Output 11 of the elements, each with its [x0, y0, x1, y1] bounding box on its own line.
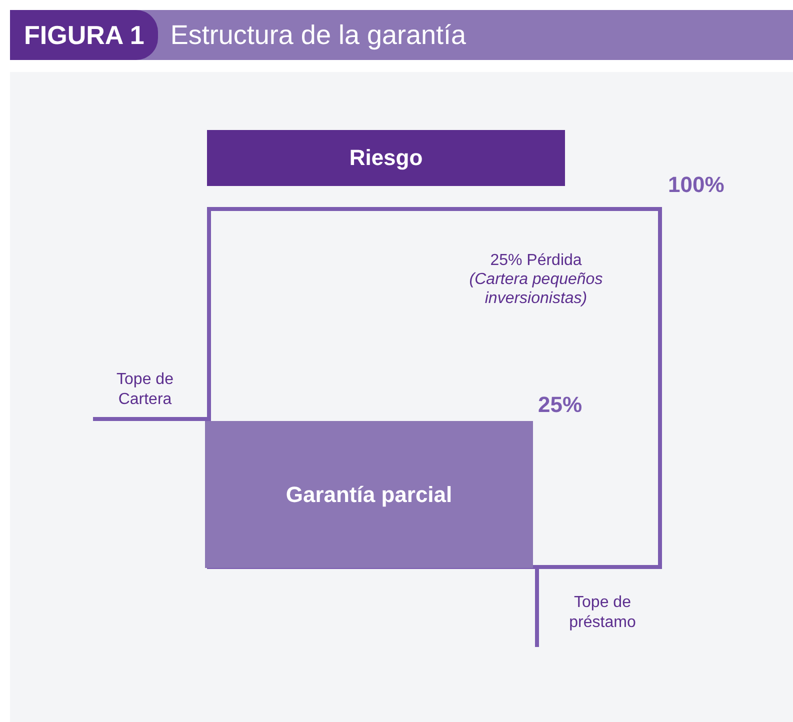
limit-label: Tope de préstamo — [568, 593, 637, 633]
range-outline — [207, 207, 662, 569]
risk-bar: Riesgo — [207, 130, 565, 186]
loss-note: (Cartera pequeños inversionistas) — [468, 270, 604, 308]
percent-label: 25% — [538, 392, 582, 418]
loss-label: 25% Pérdida — [489, 251, 583, 270]
percent-label: 100% — [668, 172, 724, 198]
guarantee-block: Garantía parcial — [205, 421, 533, 568]
limit-label: Tope de Cartera — [116, 370, 174, 410]
figure-badge: FIGURA 1 — [10, 10, 158, 60]
title: Estructura de la garantía — [170, 20, 466, 50]
